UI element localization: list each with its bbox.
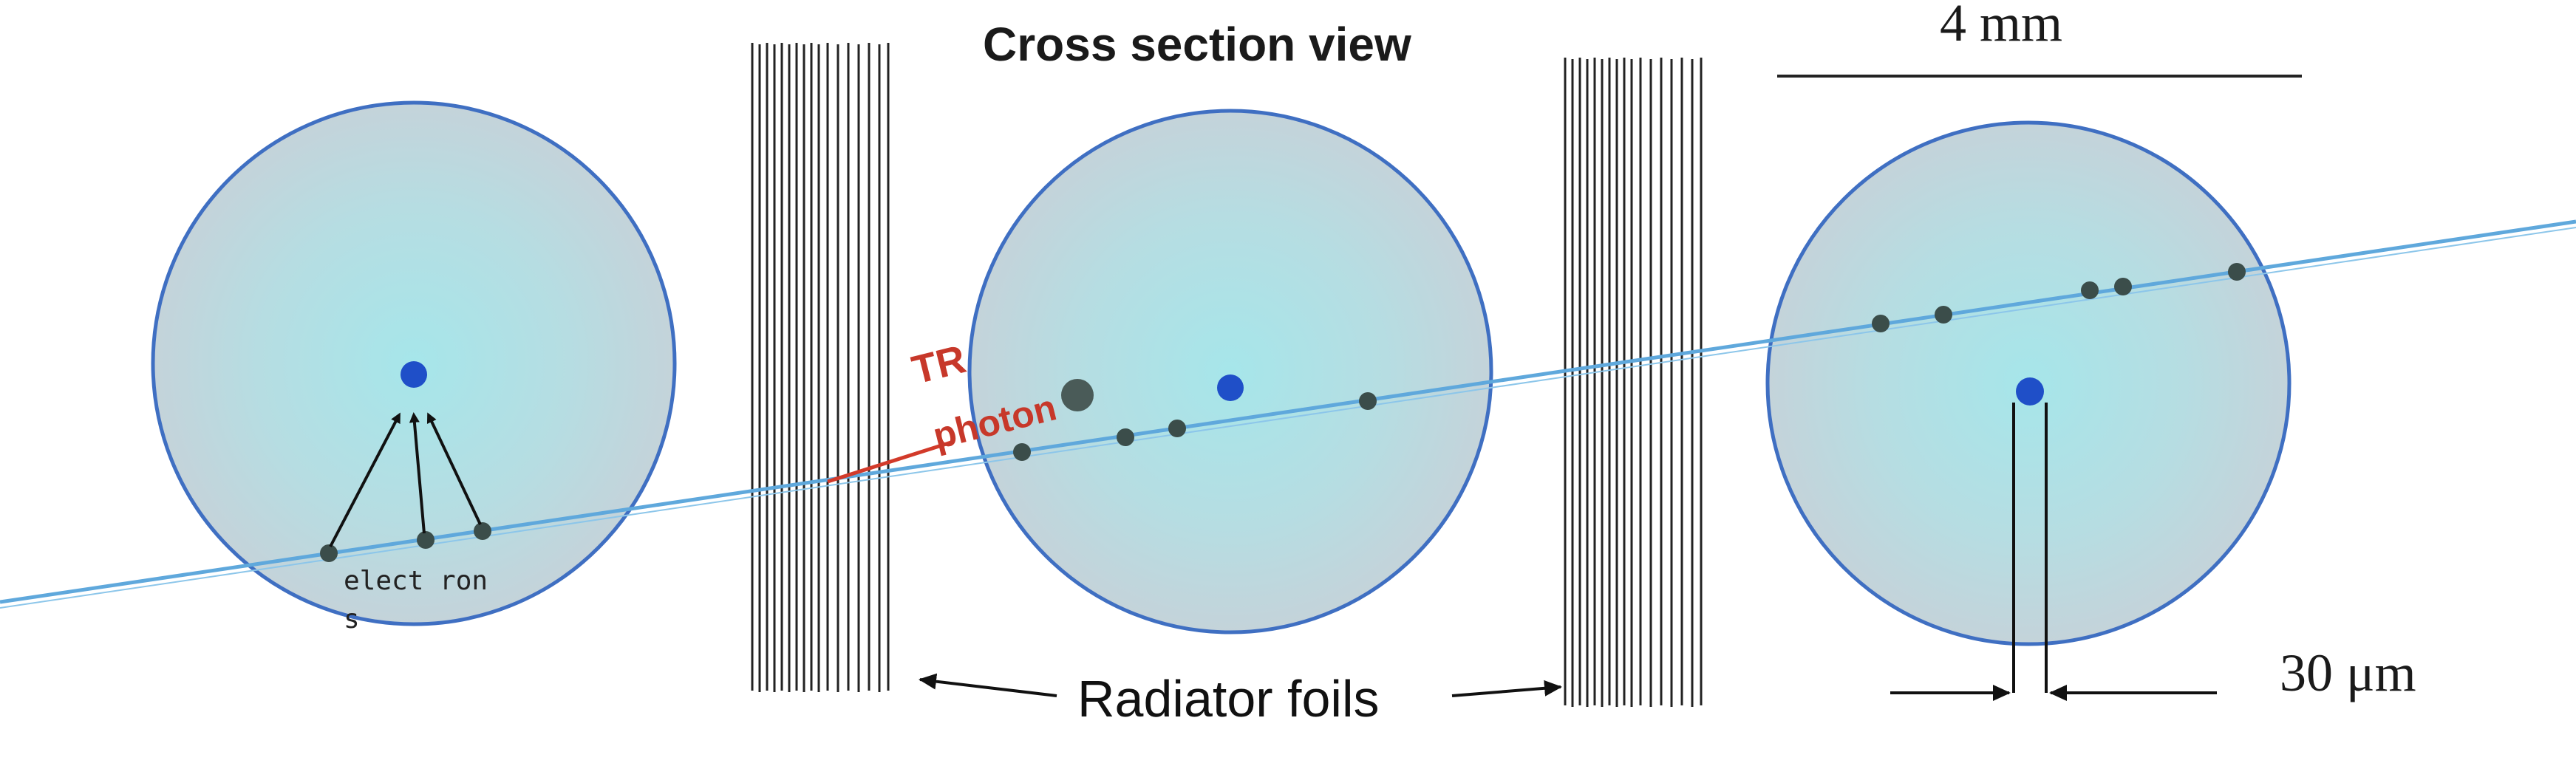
anode-wire xyxy=(1217,374,1244,401)
electron-drift-arrows xyxy=(329,412,482,547)
radiator-foils-right xyxy=(1564,58,1703,707)
radiator-foils-label: Radiator foils xyxy=(1077,670,1380,728)
ionization-clusters-tube-2 xyxy=(1013,379,1377,461)
electron-label-suffix: s xyxy=(344,604,360,634)
tube-wall xyxy=(967,109,1493,634)
tr-label: TR xyxy=(907,337,970,393)
tr-photon-track xyxy=(827,439,954,484)
diagram-title: Cross section view xyxy=(983,18,1411,71)
straw-tube-1 xyxy=(151,100,677,626)
scale-label: 4 mm xyxy=(1940,0,2062,52)
straw-tube-2 xyxy=(967,109,1493,634)
anode-wire xyxy=(2016,377,2044,406)
straw-tube-3 xyxy=(1765,120,2292,646)
ionization-clusters-tube-1 xyxy=(320,522,491,562)
radiator-foils-left xyxy=(751,43,890,692)
wire-gap-marker xyxy=(2012,403,2048,693)
wire-label: 30 μm xyxy=(2280,643,2416,702)
foils-arrow-right xyxy=(1451,680,1562,697)
ionization-clusters-tube-3 xyxy=(1872,263,2246,332)
anode-wire xyxy=(401,361,427,388)
foils-arrow-left xyxy=(919,673,1057,697)
electron-label: elect ron xyxy=(344,566,488,596)
